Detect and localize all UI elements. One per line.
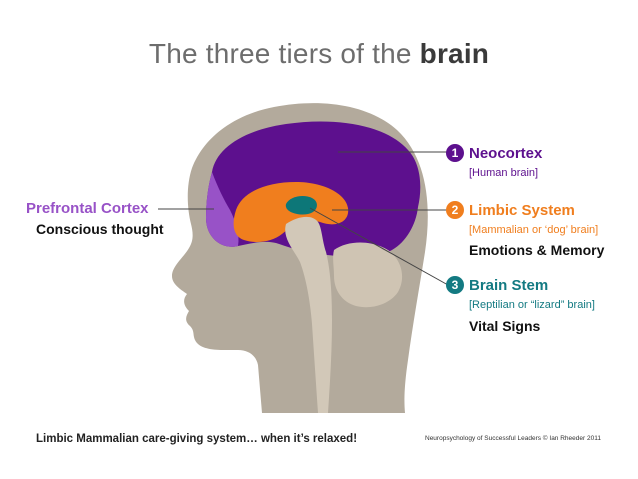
tier-3-number: 3: [446, 276, 464, 294]
prefrontal-cortex-description: Conscious thought: [36, 221, 164, 237]
tier-2-description: Emotions & Memory: [469, 242, 605, 258]
page-title: The three tiers of the brain: [0, 38, 638, 70]
tier-3-description: Vital Signs: [469, 318, 541, 334]
tier-2-name: Limbic System: [469, 202, 575, 219]
prefrontal-cortex-heading: Prefrontal Cortex: [26, 200, 149, 217]
cerebellum-region: [333, 242, 403, 308]
tier-3-name: Brain Stem: [469, 277, 549, 294]
tier-3-note: [Reptilian or “lizard” brain]: [469, 299, 595, 311]
footer-credit: Neuropsychology of Successful Leaders © …: [425, 435, 601, 442]
tier-1-number: 1: [446, 144, 464, 162]
title-prefix: The three tiers of the: [148, 38, 420, 69]
title-emphasis: brain: [419, 38, 490, 69]
stem-core-region: [285, 196, 317, 215]
brain-stem-region: [285, 216, 332, 413]
prefrontal-cortex-region: [206, 172, 239, 247]
brainstem-leader-line: [309, 207, 449, 286]
tier-2-number: 2: [446, 201, 464, 219]
tier-1-note: [Human brain]: [469, 167, 539, 179]
tier-2-note: [Mammalian or ‘dog’ brain]: [469, 224, 599, 236]
tier-1-name: Neocortex: [469, 145, 543, 162]
footer-caption: Limbic Mammalian care-giving system… whe…: [36, 433, 358, 445]
